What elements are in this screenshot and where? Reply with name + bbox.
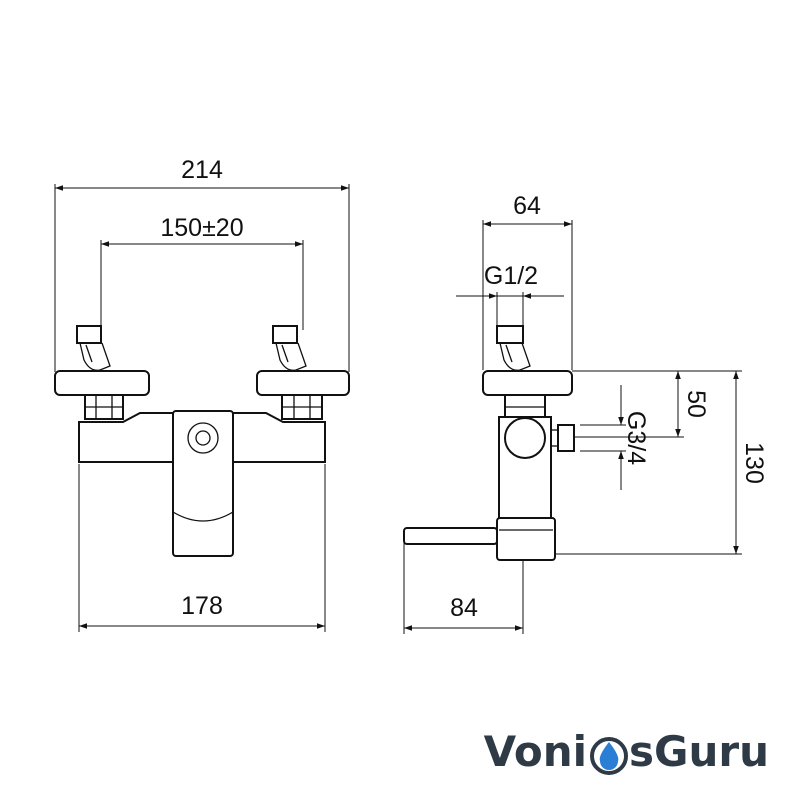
spout-curve xyxy=(172,511,234,522)
dim-body-width: 178 xyxy=(181,592,223,620)
dim-height-to-outlet: 50 xyxy=(682,390,710,418)
dim-inlet-spacing: 150±20 xyxy=(160,214,243,242)
diverter-knob xyxy=(187,422,219,454)
dim-overall-height: 130 xyxy=(740,442,768,484)
inlet-elbow xyxy=(275,342,307,371)
inlet-elbow-detail xyxy=(281,344,289,363)
outlet-nut xyxy=(557,424,575,452)
dim-inlet-thread: G1/2 xyxy=(484,262,538,290)
inlet-elbow xyxy=(499,342,531,371)
dim-outlet-thread: G3/4 xyxy=(622,411,650,465)
flange xyxy=(54,370,150,396)
front-view: 214 150±20 178 xyxy=(54,156,350,632)
left-inlet xyxy=(54,325,150,420)
inlet-elbow xyxy=(79,342,111,371)
logo-text-right: sGuru xyxy=(629,727,769,776)
flange xyxy=(482,370,573,396)
side-faucet xyxy=(403,325,575,561)
inlet-elbow-detail xyxy=(505,344,513,363)
dim-overall-width: 214 xyxy=(181,156,223,184)
spout-column xyxy=(172,410,234,557)
water-drop-icon xyxy=(590,737,628,775)
inlet-nut xyxy=(496,325,524,344)
lever-handle xyxy=(403,527,498,545)
inlet-nut xyxy=(76,325,102,344)
dim-projection: 84 xyxy=(450,594,478,622)
right-inlet xyxy=(256,325,350,420)
side-view: 64 G1/2 84 50 G3/4 130 xyxy=(403,192,768,634)
inlet-elbow-detail xyxy=(85,344,93,363)
brand-logo: Voni sGuru xyxy=(484,727,769,776)
dim-side-depth: 64 xyxy=(513,192,541,220)
mixer-body xyxy=(78,410,326,557)
diverter-knob-center xyxy=(195,430,211,446)
inlet-nut xyxy=(272,325,298,344)
base-cap xyxy=(496,517,556,561)
cartridge-circle xyxy=(504,417,546,459)
flange xyxy=(256,370,350,396)
logo-text-left: Voni xyxy=(484,727,587,776)
